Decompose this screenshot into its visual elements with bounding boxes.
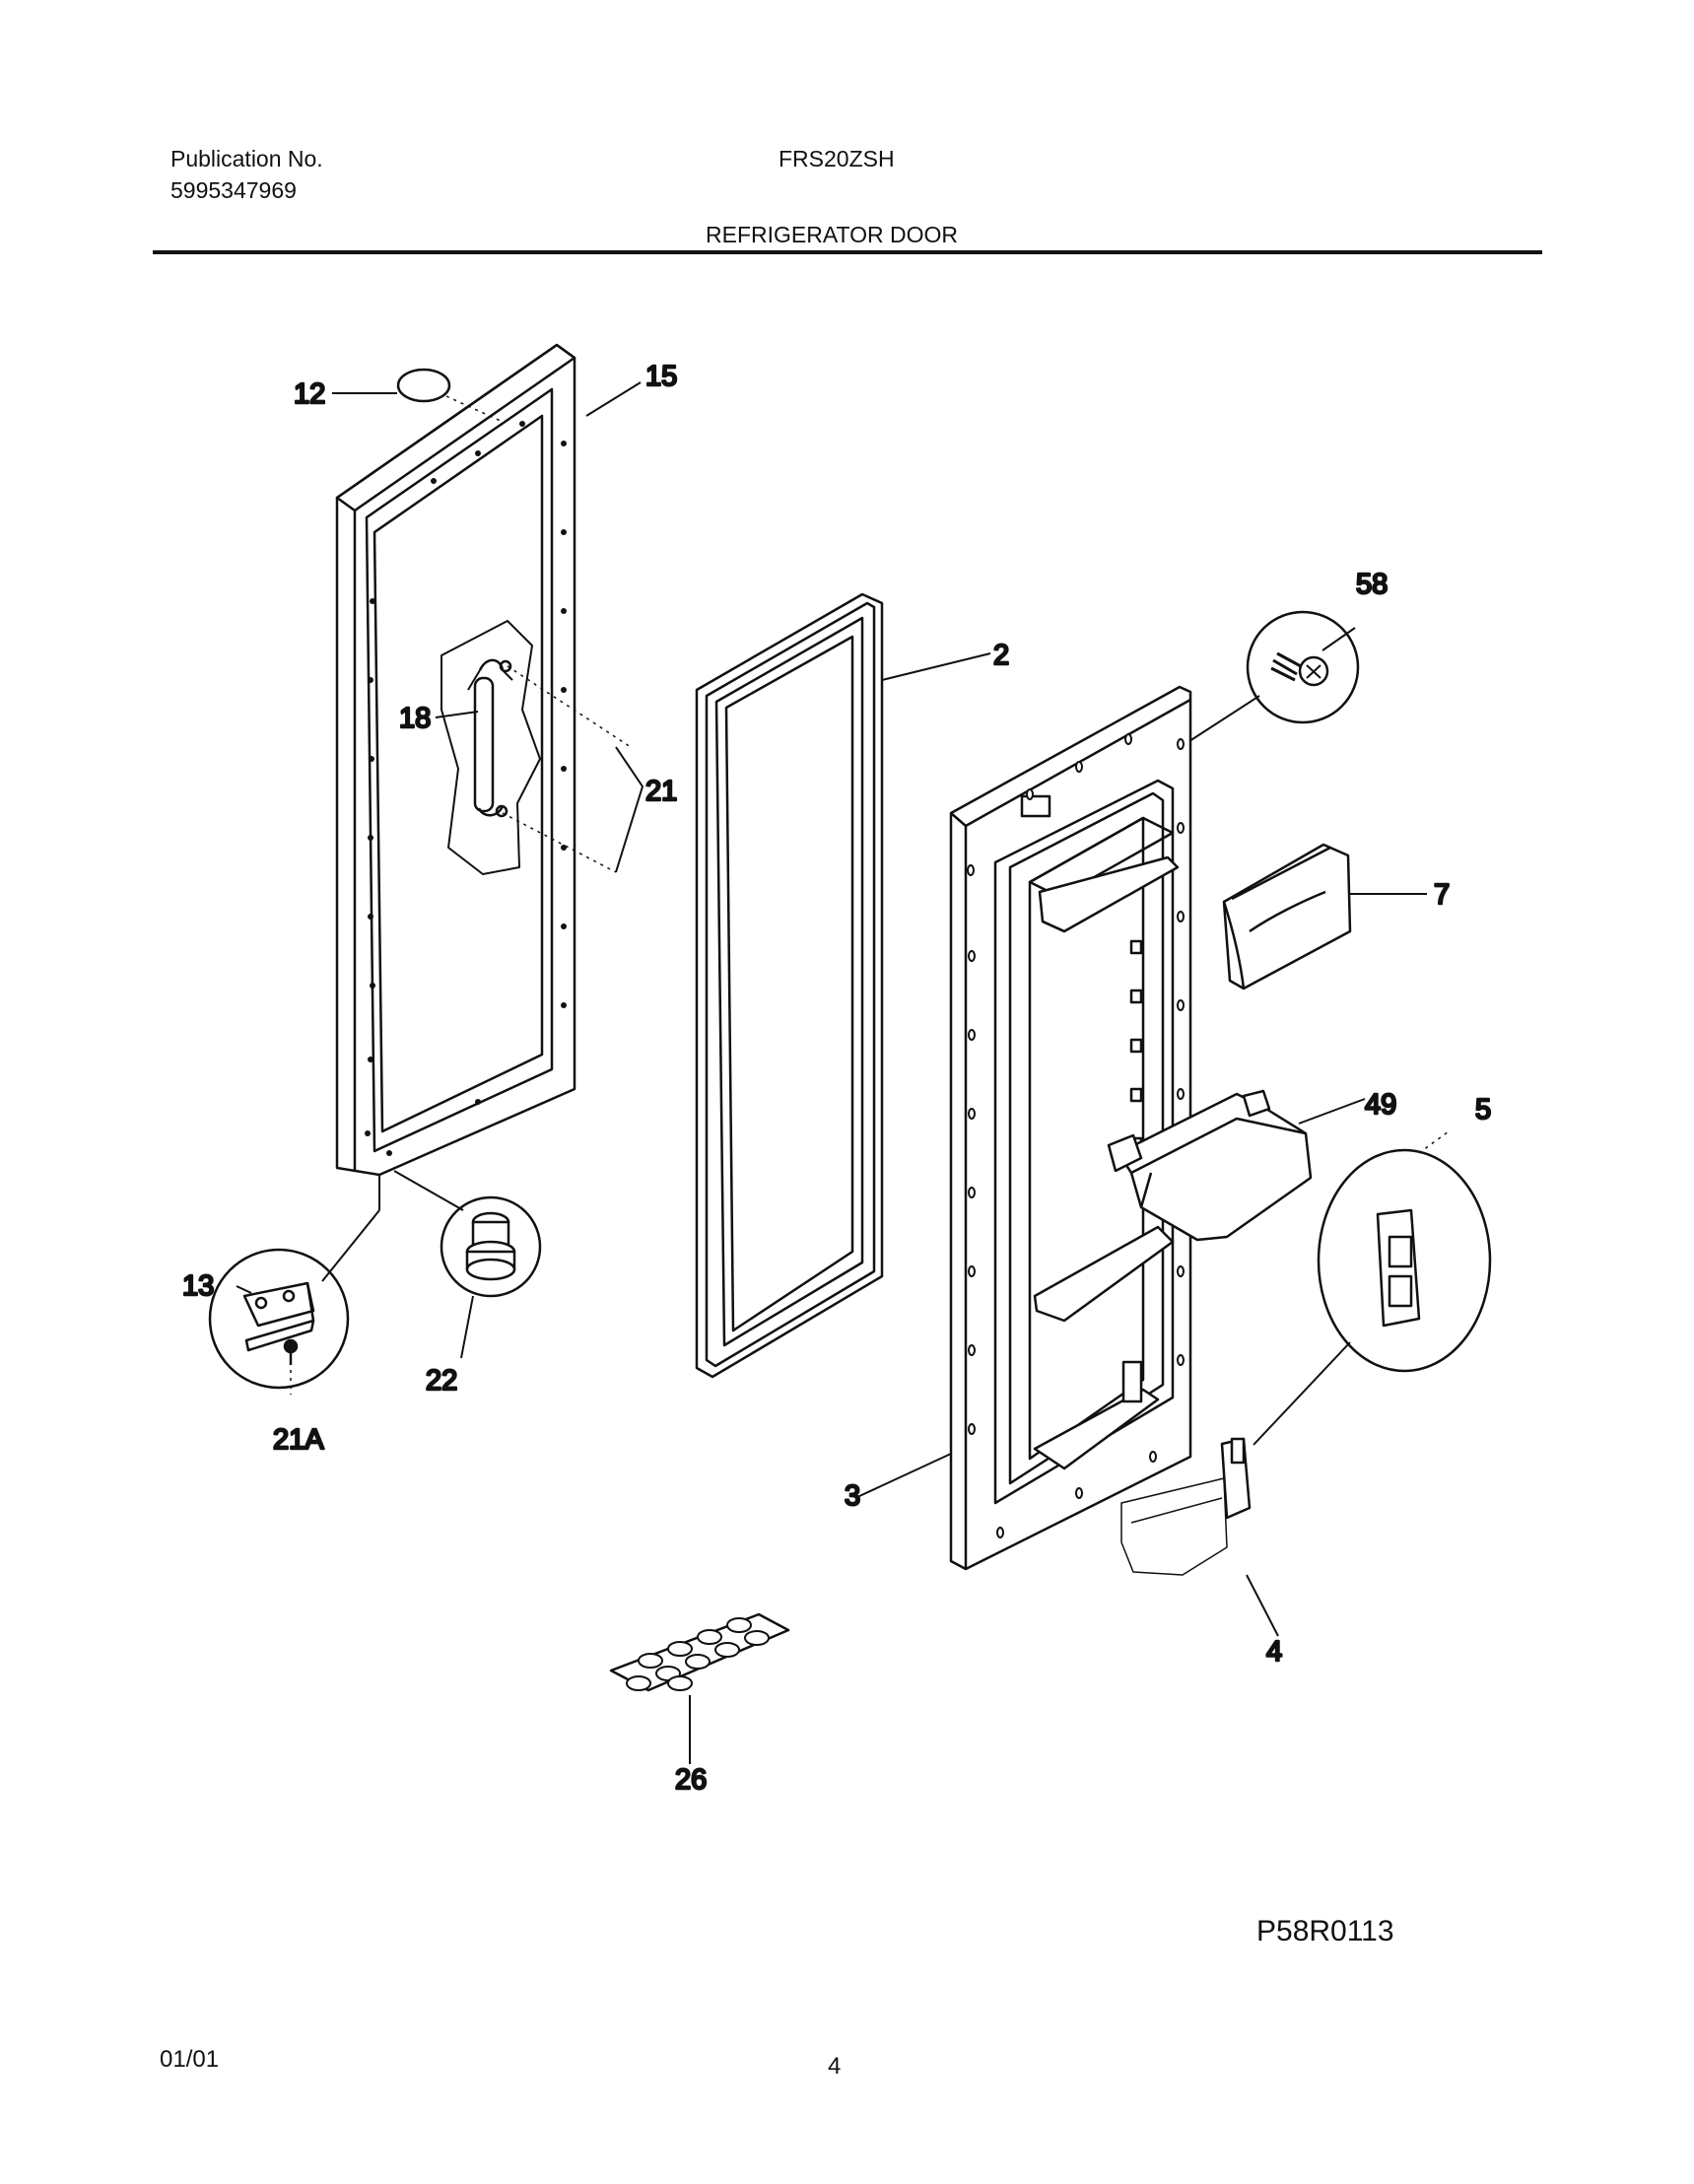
- callout-49: 49: [1365, 1089, 1396, 1121]
- handle-cutaway: [440, 620, 541, 875]
- inner-door-liner: [949, 685, 1192, 1571]
- section-title: REFRIGERATOR DOOR: [706, 222, 958, 247]
- dotted-alignment-lines: [290, 395, 1450, 1395]
- callout-15: 15: [645, 361, 677, 392]
- callout-18: 18: [399, 703, 431, 734]
- detail-circle-hinge: [208, 1248, 350, 1390]
- callout-5: 5: [1475, 1094, 1491, 1126]
- callout-3: 3: [845, 1480, 860, 1512]
- dairy-door-part: [1222, 843, 1352, 990]
- callout-26: 26: [675, 1764, 707, 1796]
- callout-2: 2: [993, 640, 1009, 671]
- callout-58: 58: [1356, 569, 1388, 600]
- page-number: 4: [828, 2053, 842, 2080]
- egg-tray: [609, 1612, 790, 1692]
- callout-7: 7: [1434, 879, 1450, 911]
- detail-circle-bin-clip: [1317, 1148, 1492, 1373]
- detail-circle-screw: [1246, 610, 1360, 724]
- callout-12: 12: [294, 378, 325, 410]
- publication-date: 01/01: [160, 2046, 220, 2073]
- detail-circle-bushing: [440, 1195, 542, 1298]
- door-bin-4: [1120, 1437, 1252, 1576]
- plug-part: [396, 368, 451, 403]
- callout-4: 4: [1266, 1636, 1282, 1668]
- model-number: FRS20ZSH: [779, 146, 895, 171]
- publication-label: Publication No.: [170, 146, 323, 171]
- callout-22: 22: [426, 1365, 457, 1397]
- publication-number: 5995347969: [170, 177, 297, 203]
- callout-labels: 12 15 18 21 2 58 7 49 5 13 22 21A 3 4 26: [181, 360, 1493, 1798]
- figure-code: P58R0113: [1256, 1915, 1394, 1947]
- door-bin-49: [1107, 1089, 1313, 1242]
- header-rule: [153, 250, 1542, 254]
- door-gasket: [695, 592, 884, 1379]
- callout-21a: 21A: [273, 1424, 324, 1456]
- leader-lines: [236, 381, 1427, 1764]
- callout-21: 21: [645, 776, 677, 807]
- callout-13: 13: [182, 1270, 214, 1302]
